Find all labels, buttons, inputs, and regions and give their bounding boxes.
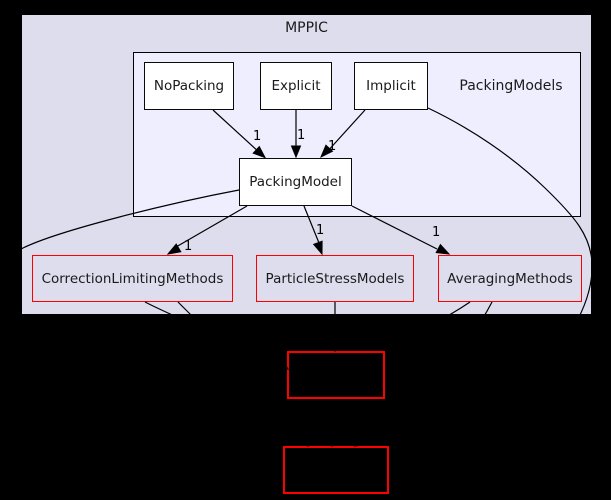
node-hidden-1[interactable] — [287, 351, 385, 399]
edge-label-packingmodel-particlestress: 1 — [316, 223, 325, 238]
node-nopacking[interactable]: NoPacking — [144, 62, 234, 110]
cluster-label-mppic[interactable]: MPPIC — [285, 20, 328, 36]
cluster-label-packingmodels[interactable]: PackingModels — [459, 78, 563, 94]
node-implicit[interactable]: Implicit — [354, 62, 428, 110]
edge-label-implicit-packingmodel: 1 — [328, 139, 337, 154]
node-hidden-2[interactable] — [283, 446, 389, 494]
edge-label-packingmodel-averaging: 1 — [432, 225, 441, 240]
edge-label-packingmodel-correctionlimiting: 1 — [184, 239, 193, 254]
node-averagingmethods[interactable]: AveragingMethods — [438, 255, 582, 302]
node-explicit[interactable]: Explicit — [260, 62, 332, 110]
edge-label-explicit-packingmodel: 1 — [297, 128, 306, 143]
node-packingmodel[interactable]: PackingModel — [239, 158, 352, 206]
node-correctionlimitingmethods[interactable]: CorrectionLimitingMethods — [32, 255, 233, 302]
edge-label-nopacking-packingmodel: 1 — [253, 129, 262, 144]
node-particlestressmodels[interactable]: ParticleStressModels — [256, 255, 414, 302]
